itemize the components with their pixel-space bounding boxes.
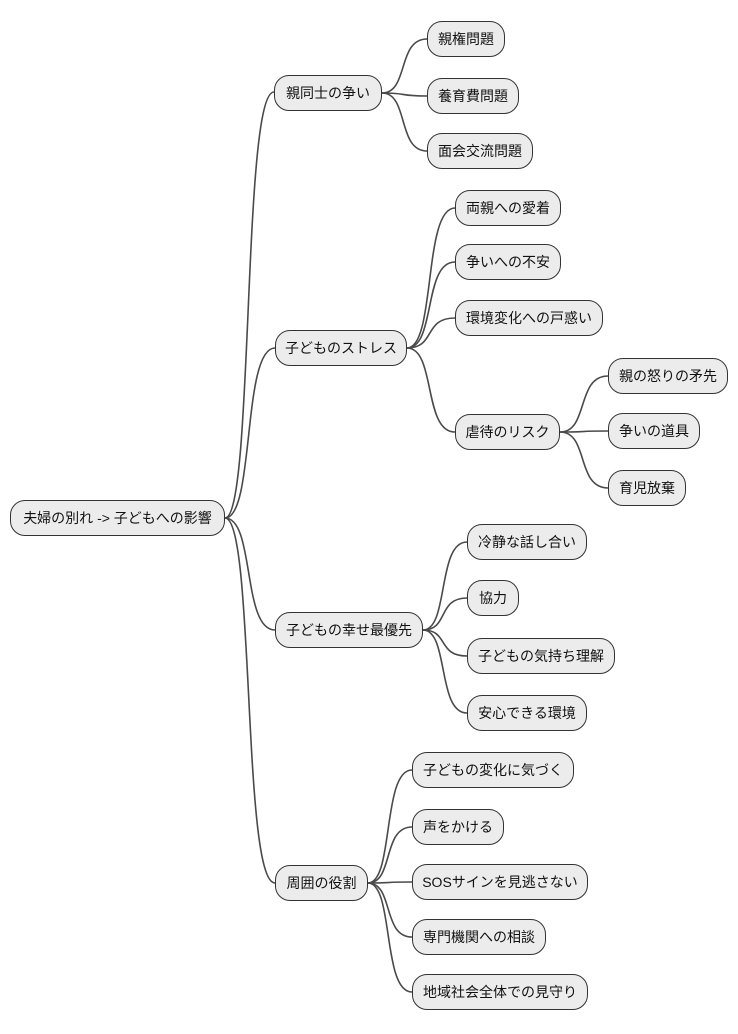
node-anxiety-about-conflict: 争いへの不安 xyxy=(455,244,561,280)
edge-community-consult-experts xyxy=(367,882,413,938)
edge-stress-abuse xyxy=(406,347,456,433)
edge-root-child-stress xyxy=(224,347,276,519)
node-attachment-to-parents: 両親への愛着 xyxy=(455,190,561,226)
node-notice-child-changes: 子どもの変化に気づく xyxy=(412,752,574,788)
edge-happiness-understanding xyxy=(422,629,468,657)
edge-root-community-role xyxy=(224,517,276,884)
node-consult-specialists: 専門機関への相談 xyxy=(412,919,546,955)
node-target-of-anger: 親の怒りの矛先 xyxy=(608,358,728,394)
node-abuse-risk: 虐待のリスク xyxy=(455,414,560,450)
node-tool-of-conflict: 争いの道具 xyxy=(608,413,700,449)
edge-community-sos-signs xyxy=(367,881,413,884)
edge-community-speak-up xyxy=(367,826,413,884)
node-child-stress: 子どものストレス xyxy=(275,330,407,366)
edge-conflict-support xyxy=(381,92,428,97)
node-dont-miss-sos-signs: SOSサインを見逃さない xyxy=(412,864,588,900)
node-safe-environment: 安心できる環境 xyxy=(467,695,587,731)
edge-stress-anxiety xyxy=(406,261,456,349)
node-community-role: 周囲の役割 xyxy=(275,865,368,901)
edge-stress-attachment xyxy=(406,207,456,349)
node-root: 夫婦の別れ -> 子どもへの影響 xyxy=(10,500,225,536)
edge-root-child-happiness xyxy=(224,517,276,631)
edge-conflict-visitation xyxy=(381,92,428,152)
edge-happiness-calm-talk xyxy=(422,541,468,631)
node-calm-discussion: 冷静な話し合い xyxy=(467,524,587,560)
node-child-happiness-first: 子どもの幸せ最優先 xyxy=(275,612,423,648)
edge-happiness-safe-environment xyxy=(422,629,468,714)
node-visitation-issue: 面会交流問題 xyxy=(427,133,533,169)
edge-abuse-neglect xyxy=(559,431,609,489)
node-parent-conflict: 親同士の争い xyxy=(274,75,382,111)
edge-conflict-custody xyxy=(381,38,428,94)
node-understand-feelings: 子どもの気持ち理解 xyxy=(467,638,615,674)
edge-community-local-watch xyxy=(367,882,413,993)
edge-stress-environment xyxy=(406,317,456,349)
node-child-support-issue: 養育費問題 xyxy=(427,78,519,114)
node-confusion-env-change: 環境変化への戸惑い xyxy=(455,300,603,336)
edge-abuse-tool xyxy=(559,430,609,433)
node-speak-to-child: 声をかける xyxy=(412,809,504,845)
edge-root-parent-conflict xyxy=(224,91,275,519)
edge-community-notice-change xyxy=(367,769,413,884)
edge-abuse-anger xyxy=(559,375,609,433)
node-community-wide-watch: 地域社会全体での見守り xyxy=(412,974,588,1010)
edge-happiness-cooperation xyxy=(422,597,468,631)
node-child-neglect: 育児放棄 xyxy=(608,470,686,506)
node-custody-issue: 親権問題 xyxy=(427,21,505,57)
node-cooperation: 協力 xyxy=(467,580,519,616)
